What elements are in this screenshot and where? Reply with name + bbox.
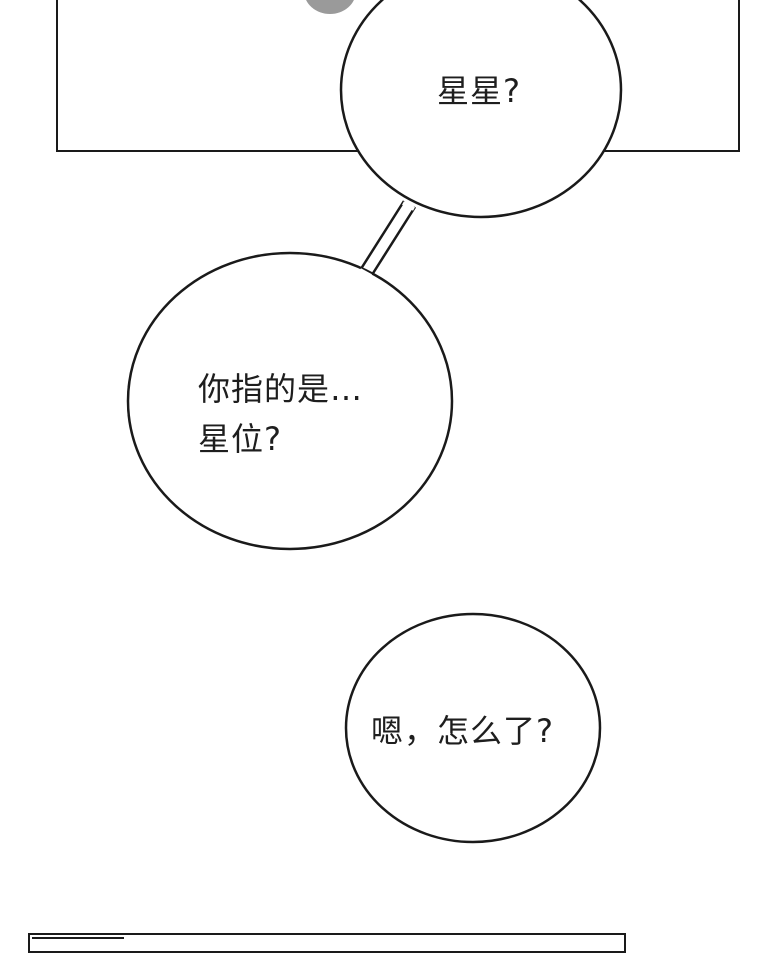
bubble-1-text: 星星? [437,72,521,110]
speech-bubble-2 [126,251,454,551]
comic-panel-bottom [28,933,626,953]
bubble-2-text-line-2: 星位? [198,420,282,458]
bubble-2-text-line-1: 你指的是… [198,370,364,408]
bubble-connector [357,200,417,280]
gray-shape [304,0,356,14]
speech-bubble-1 [339,0,623,219]
bubble-3-text: 嗯，怎么了? [371,712,554,750]
speech-bubble-3 [344,612,602,844]
